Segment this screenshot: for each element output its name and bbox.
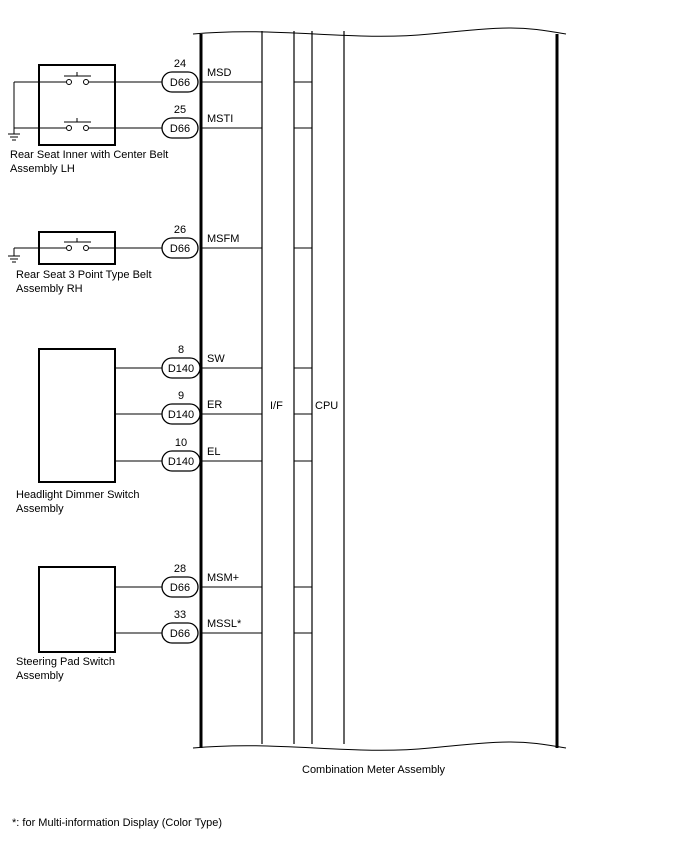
signal-label-msfm: MSFM <box>207 233 239 245</box>
steering-pad-label-line1: Steering Pad Switch <box>16 656 115 668</box>
rear-seat-inner-label-line2: Assembly LH <box>10 163 75 175</box>
meter-bottom-break <box>192 741 567 751</box>
signal-label-msti: MSTI <box>207 113 233 125</box>
connector-label: D140 <box>168 409 194 421</box>
pin-number: 25 <box>174 104 186 116</box>
connector-label: D66 <box>170 628 190 640</box>
rear-seat-3pt-label-line1: Rear Seat 3 Point Type Belt <box>16 269 152 281</box>
pin-number: 28 <box>174 563 186 575</box>
signal-label-er: ER <box>207 399 222 411</box>
signal-label-mssl: MSSL* <box>207 618 242 630</box>
interface-label: I/F <box>270 400 283 412</box>
connector-d140-pill <box>161 357 201 379</box>
rear-seat-inner-box <box>38 64 116 146</box>
connector-label: D140 <box>168 456 194 468</box>
signal-label-sw: SW <box>207 353 225 365</box>
pin-number: 33 <box>174 609 186 621</box>
connector-label: D66 <box>170 77 190 89</box>
steering-pad-box <box>38 566 116 653</box>
connector-d66-pill <box>161 576 199 598</box>
headlight-dimmer-box <box>38 348 116 483</box>
connector-d66-pill <box>161 71 199 93</box>
connector-label: D66 <box>170 582 190 594</box>
pin-number: 26 <box>174 224 186 236</box>
pin-number: 8 <box>178 344 184 356</box>
meter-name-label: Combination Meter Assembly <box>302 764 446 776</box>
connector-d140-pill <box>161 403 201 425</box>
pin-number: 24 <box>174 58 186 70</box>
cpu-label: CPU <box>315 400 338 412</box>
signal-label-el: EL <box>207 446 220 458</box>
pin-number: 10 <box>175 437 187 449</box>
rear-seat-inner-label-line1: Rear Seat Inner with Center Belt <box>10 149 168 161</box>
pin-number: 9 <box>178 390 184 402</box>
steering-pad-label-line2: Assembly <box>16 670 64 682</box>
footnote: *: for Multi-information Display (Color … <box>12 817 222 829</box>
signal-label-msd: MSD <box>207 67 232 79</box>
headlight-dimmer-label-line2: Assembly <box>16 503 64 515</box>
connector-d66-pill <box>161 117 199 139</box>
connector-d66-pill <box>161 622 199 644</box>
headlight-dimmer-label-line1: Headlight Dimmer Switch <box>16 489 139 501</box>
connector-d140-pill <box>161 450 201 472</box>
connector-label: D66 <box>170 123 190 135</box>
connector-label: D140 <box>168 363 194 375</box>
connector-label: D66 <box>170 243 190 255</box>
signal-label-msm: MSM+ <box>207 572 239 584</box>
meter-top-break <box>192 27 567 37</box>
rear-seat-3pt-label-line2: Assembly RH <box>16 283 83 295</box>
connector-d66-pill <box>161 237 199 259</box>
